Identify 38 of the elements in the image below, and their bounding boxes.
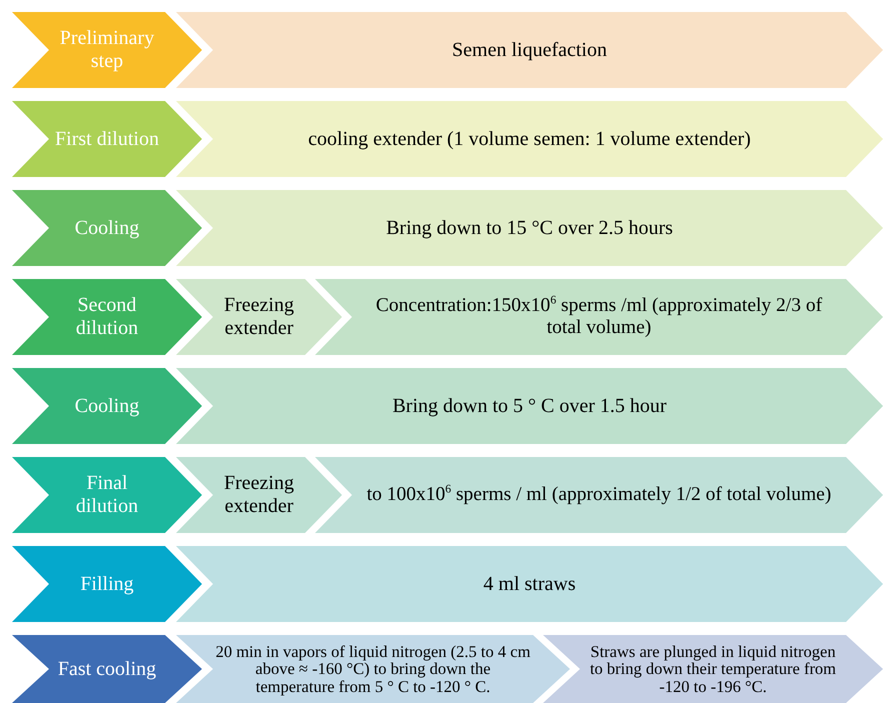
component-label: Freezing extender	[223, 294, 295, 340]
detail-band	[176, 101, 883, 177]
detail-band	[543, 635, 883, 703]
step-label: Preliminary step	[58, 27, 156, 73]
step-label: Cooling	[74, 394, 140, 418]
step-band	[12, 457, 202, 533]
detail-text: Semen liquefaction	[452, 38, 607, 62]
detail-text: cooling extender (1 volume semen: 1 volume extender)	[308, 128, 751, 150]
detail-band	[176, 546, 883, 622]
detail-text: Bring down to 5 ° C over 1.5 hour	[392, 394, 667, 418]
step-label: Cooling	[74, 216, 140, 240]
detail-band	[176, 368, 883, 444]
detail-text: to 100x10$^{6}$ sperms / ml (approximately 1/2 of total volume)	[366, 484, 832, 506]
detail-band	[315, 279, 883, 355]
detail-band	[176, 12, 883, 88]
step-label: Filling	[80, 572, 134, 596]
step-label: Fast cooling	[58, 658, 156, 680]
component-band	[176, 457, 342, 533]
step-label: Second dilution	[74, 294, 140, 340]
detail-text: Concentration:150x10$^{6}$ sperms /ml (approximately 2/3 of total volume)	[374, 294, 824, 340]
component-band	[176, 279, 342, 355]
detail-text: Straws are plunged in liquid nitrogen to bring down their temperature from -120 to -196 °C.	[588, 643, 838, 695]
step-label: First dilution	[55, 128, 159, 150]
component-label: Freezing extender	[223, 472, 295, 518]
step-band	[12, 368, 202, 444]
detail-text: Bring down to 15 °C over 2.5 hours	[386, 216, 673, 240]
step-band	[12, 12, 202, 88]
step-band	[12, 190, 202, 266]
detail-text: 4 ml straws	[483, 572, 576, 596]
step-band	[12, 546, 202, 622]
detail-band	[176, 190, 883, 266]
detail-band	[315, 457, 883, 533]
step-band	[12, 279, 202, 355]
detail-text: 20 min in vapors of liquid nitrogen (2.5 to 4 cm above ≈ -160 °C) to bring down the temperature from 5 ° C to -120 ° C.	[214, 643, 532, 695]
step-label: Final dilution	[74, 472, 140, 518]
step-band	[12, 101, 202, 177]
detail-band	[176, 635, 570, 703]
step-band	[12, 635, 202, 703]
